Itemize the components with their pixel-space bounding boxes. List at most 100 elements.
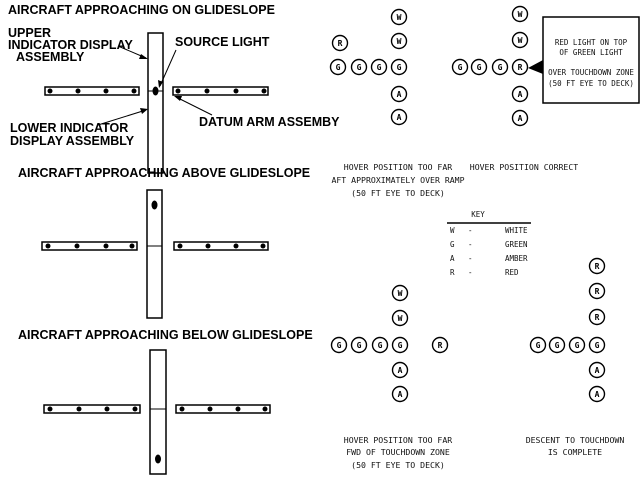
green-light-circle — [371, 336, 389, 354]
green-light: G — [330, 336, 348, 354]
white-light-letter: W — [397, 13, 402, 22]
amber-light-letter: A — [595, 366, 600, 375]
white-light-circle — [390, 32, 408, 50]
datum-arm-left — [41, 241, 138, 251]
white-light-circle — [390, 8, 408, 26]
white-light: W — [391, 284, 409, 302]
green-light: G — [548, 336, 566, 354]
callout-line3: OVER TOUCHDOWN ZONE — [548, 68, 634, 77]
white-light-letter: W — [518, 36, 523, 45]
green-light: G — [588, 336, 606, 354]
green-light: G — [371, 336, 389, 354]
green-light-circle — [390, 58, 408, 76]
amber-light-letter: A — [398, 366, 403, 375]
amber-light-letter: A — [595, 390, 600, 399]
amber-light-letter: A — [397, 90, 402, 99]
white-light-circle — [511, 5, 529, 23]
key-code-amber: A — [450, 254, 455, 263]
glideslope-indicator-above — [41, 189, 269, 319]
green-light-circle — [391, 336, 409, 354]
amber-light: A — [390, 108, 408, 126]
aft-caption-line1: HOVER POSITION TOO FAR — [344, 162, 453, 172]
white-light-circle — [391, 309, 409, 327]
complete-caption-line1: DESCENT TO TOUCHDOWN — [526, 435, 625, 445]
correct-caption: HOVER POSITION CORRECT — [470, 162, 579, 172]
key-dash: - — [468, 268, 473, 277]
upper-indicator-label-line2: INDICATOR DISPLAY — [8, 38, 133, 52]
source-light-arrowhead — [158, 80, 163, 88]
green-light-circle — [568, 336, 586, 354]
red-light-circle — [431, 336, 449, 354]
aft-light-pattern: W W R G G G G AA — [329, 8, 408, 126]
amber-light-circle — [391, 385, 409, 403]
red-light: R — [431, 336, 449, 354]
red-light-letter: R — [338, 39, 343, 48]
green-light-circle — [329, 58, 347, 76]
green-light-letter: G — [336, 63, 341, 72]
indicator-bar — [147, 32, 164, 174]
above-glideslope-title: AIRCRAFT APPROACHING ABOVE GLIDESLOPE — [18, 166, 310, 180]
green-light-letter: G — [555, 341, 560, 350]
lower-indicator-arrowhead — [140, 108, 148, 114]
amber-light-letter: A — [398, 390, 403, 399]
green-light-letter: G — [337, 341, 342, 350]
source-light-leader — [159, 49, 177, 87]
key-code-white: W — [450, 226, 455, 235]
green-light-letter: G — [458, 63, 463, 72]
datum-arm-lights — [45, 243, 266, 249]
amber-light-circle — [391, 361, 409, 379]
fwd-caption-line2: FWD OF TOUCHDOWN ZONE — [346, 447, 450, 457]
green-light: G — [451, 58, 469, 76]
key-dash: - — [468, 226, 473, 235]
datum-arm-right — [173, 241, 269, 251]
green-light-circle — [330, 336, 348, 354]
glideslope-indicator-below — [43, 349, 271, 475]
amber-light-circle — [511, 85, 529, 103]
fwd-caption-line3: (50 FT EYE TO DECK) — [351, 460, 445, 470]
amber-light-circle — [588, 361, 606, 379]
datum-arm-label: DATUM ARM ASSEMBY — [199, 115, 340, 129]
green-light-letter: G — [595, 341, 600, 350]
red-light-letter: R — [438, 341, 443, 350]
white-light-letter: W — [397, 37, 402, 46]
datum-arm-left — [44, 86, 140, 96]
white-light-letter: W — [518, 10, 523, 19]
source-light-label: SOURCE LIGHT — [175, 35, 270, 49]
upper-indicator-label-line1: UPPER — [8, 26, 51, 40]
white-light: W — [511, 31, 529, 49]
lower-indicator-leader — [97, 109, 147, 126]
white-light-letter: W — [398, 289, 403, 298]
callout-box — [542, 16, 640, 104]
red-light-circle — [331, 34, 349, 52]
green-light-letter: G — [377, 63, 382, 72]
white-light-letter: W — [398, 314, 403, 323]
amber-light-letter: A — [518, 114, 523, 123]
green-light: G — [350, 336, 368, 354]
green-light-letter: G — [536, 341, 541, 350]
green-light-circle — [350, 336, 368, 354]
red-light-letter: R — [595, 287, 600, 296]
amber-light-letter: A — [518, 90, 523, 99]
key-title: KEY — [471, 210, 485, 219]
key-name-white: WHITE — [505, 226, 528, 235]
green-light-circle — [470, 58, 488, 76]
below-glideslope-title: AIRCRAFT APPROACHING BELOW GLIDESLOPE — [18, 328, 313, 342]
amber-light: A — [391, 385, 409, 403]
datum-arm-left — [43, 404, 141, 414]
green-light-letter: G — [397, 63, 402, 72]
green-light: G — [390, 58, 408, 76]
red-light-circle — [588, 308, 606, 326]
red-light-letter: R — [518, 63, 523, 72]
green-light-letter: G — [357, 63, 362, 72]
datum-arm-lights — [47, 406, 268, 412]
key-name-green: GREEN — [505, 240, 528, 249]
green-light: G — [491, 58, 509, 76]
green-light: G — [370, 58, 388, 76]
key-code-red: R — [450, 268, 455, 277]
amber-light-circle — [588, 385, 606, 403]
key-name-red: RED — [505, 268, 519, 277]
green-light-circle — [491, 58, 509, 76]
fwd-caption-line1: HOVER POSITION TOO FAR — [344, 435, 453, 445]
